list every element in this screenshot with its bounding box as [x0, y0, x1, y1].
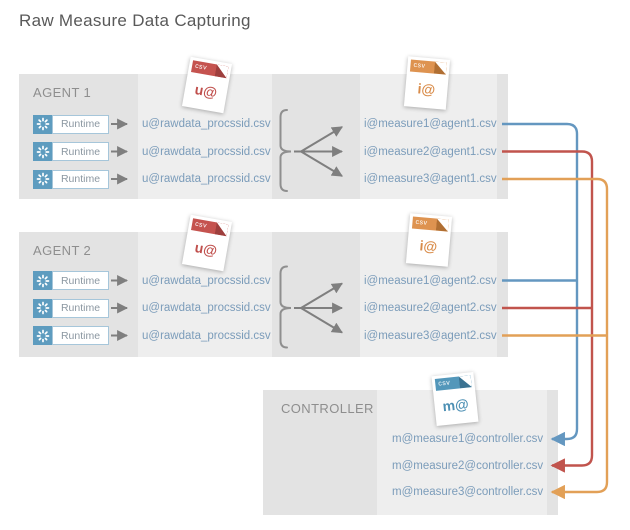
runtime-label: Runtime [52, 271, 109, 290]
measure-file-name: i@measure2@agent2.csv [364, 302, 497, 314]
folded-corner-icon [459, 375, 472, 388]
controller-edge-column [547, 390, 558, 515]
controller-file-name: m@measure3@controller.csv [392, 486, 544, 498]
csv-file-icon-m-controller: csv m@ [431, 371, 479, 427]
runtime-label: Runtime [52, 114, 109, 134]
brace-agent2 [279, 265, 292, 349]
measure2-route [502, 150, 594, 473]
spinner-icon [33, 114, 52, 134]
page-title: Raw Measure Data Capturing [19, 11, 251, 30]
measure-file-name: i@measure3@agent1.csv [364, 173, 497, 185]
csv-file-icon-u-agent1: csv u@ [181, 56, 233, 114]
csv-file-icon-i-agent1: csv i@ [403, 56, 451, 110]
csv-file-label: i@ [417, 80, 436, 98]
csv-file-label: u@ [193, 81, 219, 101]
measure-file-name: i@measure1@agent2.csv [364, 274, 497, 287]
runtime-button: Runtime [33, 169, 109, 189]
measure-file-name: i@measure3@agent2.csv [364, 329, 497, 342]
csv-badge: csv [415, 218, 428, 227]
runtime-button: Runtime [33, 114, 109, 134]
raw-file-name: u@rawdata_procssid.csv [142, 274, 271, 287]
folded-corner-icon [215, 222, 229, 236]
agent1-edge-column [497, 74, 508, 199]
runtime-button: Runtime [33, 326, 109, 345]
fan-arrows-agent2 [294, 282, 344, 334]
csv-file-label: u@ [193, 239, 219, 259]
csv-badge: csv [413, 61, 426, 70]
spinner-icon [33, 142, 52, 161]
measure1-route [502, 122, 579, 447]
csv-file-icon-i-agent2: csv i@ [405, 213, 453, 267]
runtime-label: Runtime [52, 326, 109, 345]
raw-file-name: u@rawdata_procssid.csv [142, 145, 271, 158]
agent2-merge-column [272, 232, 360, 357]
agent1-merge-column [272, 74, 360, 199]
raw-file-name: u@rawdata_procssid.csv [142, 173, 271, 185]
fan-arrows-agent1 [294, 126, 344, 177]
runtime-label: Runtime [52, 142, 109, 161]
measure3-route [502, 177, 609, 500]
runtime-button: Runtime [33, 271, 109, 290]
agent2-edge-column [497, 232, 508, 357]
spinner-icon [33, 298, 52, 318]
runtime-button: Runtime [33, 142, 109, 161]
csv-file-label: i@ [419, 237, 438, 255]
folded-corner-icon [436, 219, 449, 232]
spinner-icon [33, 326, 52, 345]
controller-label-column [263, 390, 377, 515]
raw-file-name: u@rawdata_procssid.csv [142, 118, 271, 130]
spinner-icon [33, 271, 52, 290]
csv-badge: csv [194, 220, 208, 230]
csv-file-label: m@ [441, 395, 470, 415]
raw-file-name: u@rawdata_procssid.csv [142, 329, 271, 342]
measure-file-name: i@measure1@agent1.csv [364, 118, 497, 130]
folded-corner-icon [434, 62, 447, 75]
runtime-label: Runtime [52, 298, 109, 318]
agent1-label: AGENT 1 [33, 85, 92, 100]
measure-file-name: i@measure2@agent1.csv [364, 145, 497, 158]
controller-file-name: m@measure2@controller.csv [392, 459, 544, 472]
controller-label: CONTROLLER [281, 401, 374, 416]
runtime-label: Runtime [52, 169, 109, 189]
csv-badge: csv [194, 62, 208, 72]
csv-file-icon-u-agent2: csv u@ [181, 214, 233, 272]
csv-badge: csv [437, 379, 451, 388]
runtime-button: Runtime [33, 298, 109, 318]
agent2-label: AGENT 2 [33, 243, 92, 258]
runtime-arrows-agent1 [111, 118, 129, 185]
raw-file-name: u@rawdata_procssid.csv [142, 302, 271, 314]
spinner-icon [33, 169, 52, 189]
controller-file-name: m@measure1@controller.csv [392, 433, 544, 445]
runtime-arrows-agent2 [111, 275, 129, 341]
folded-corner-icon [215, 64, 229, 78]
brace-agent1 [279, 109, 292, 192]
